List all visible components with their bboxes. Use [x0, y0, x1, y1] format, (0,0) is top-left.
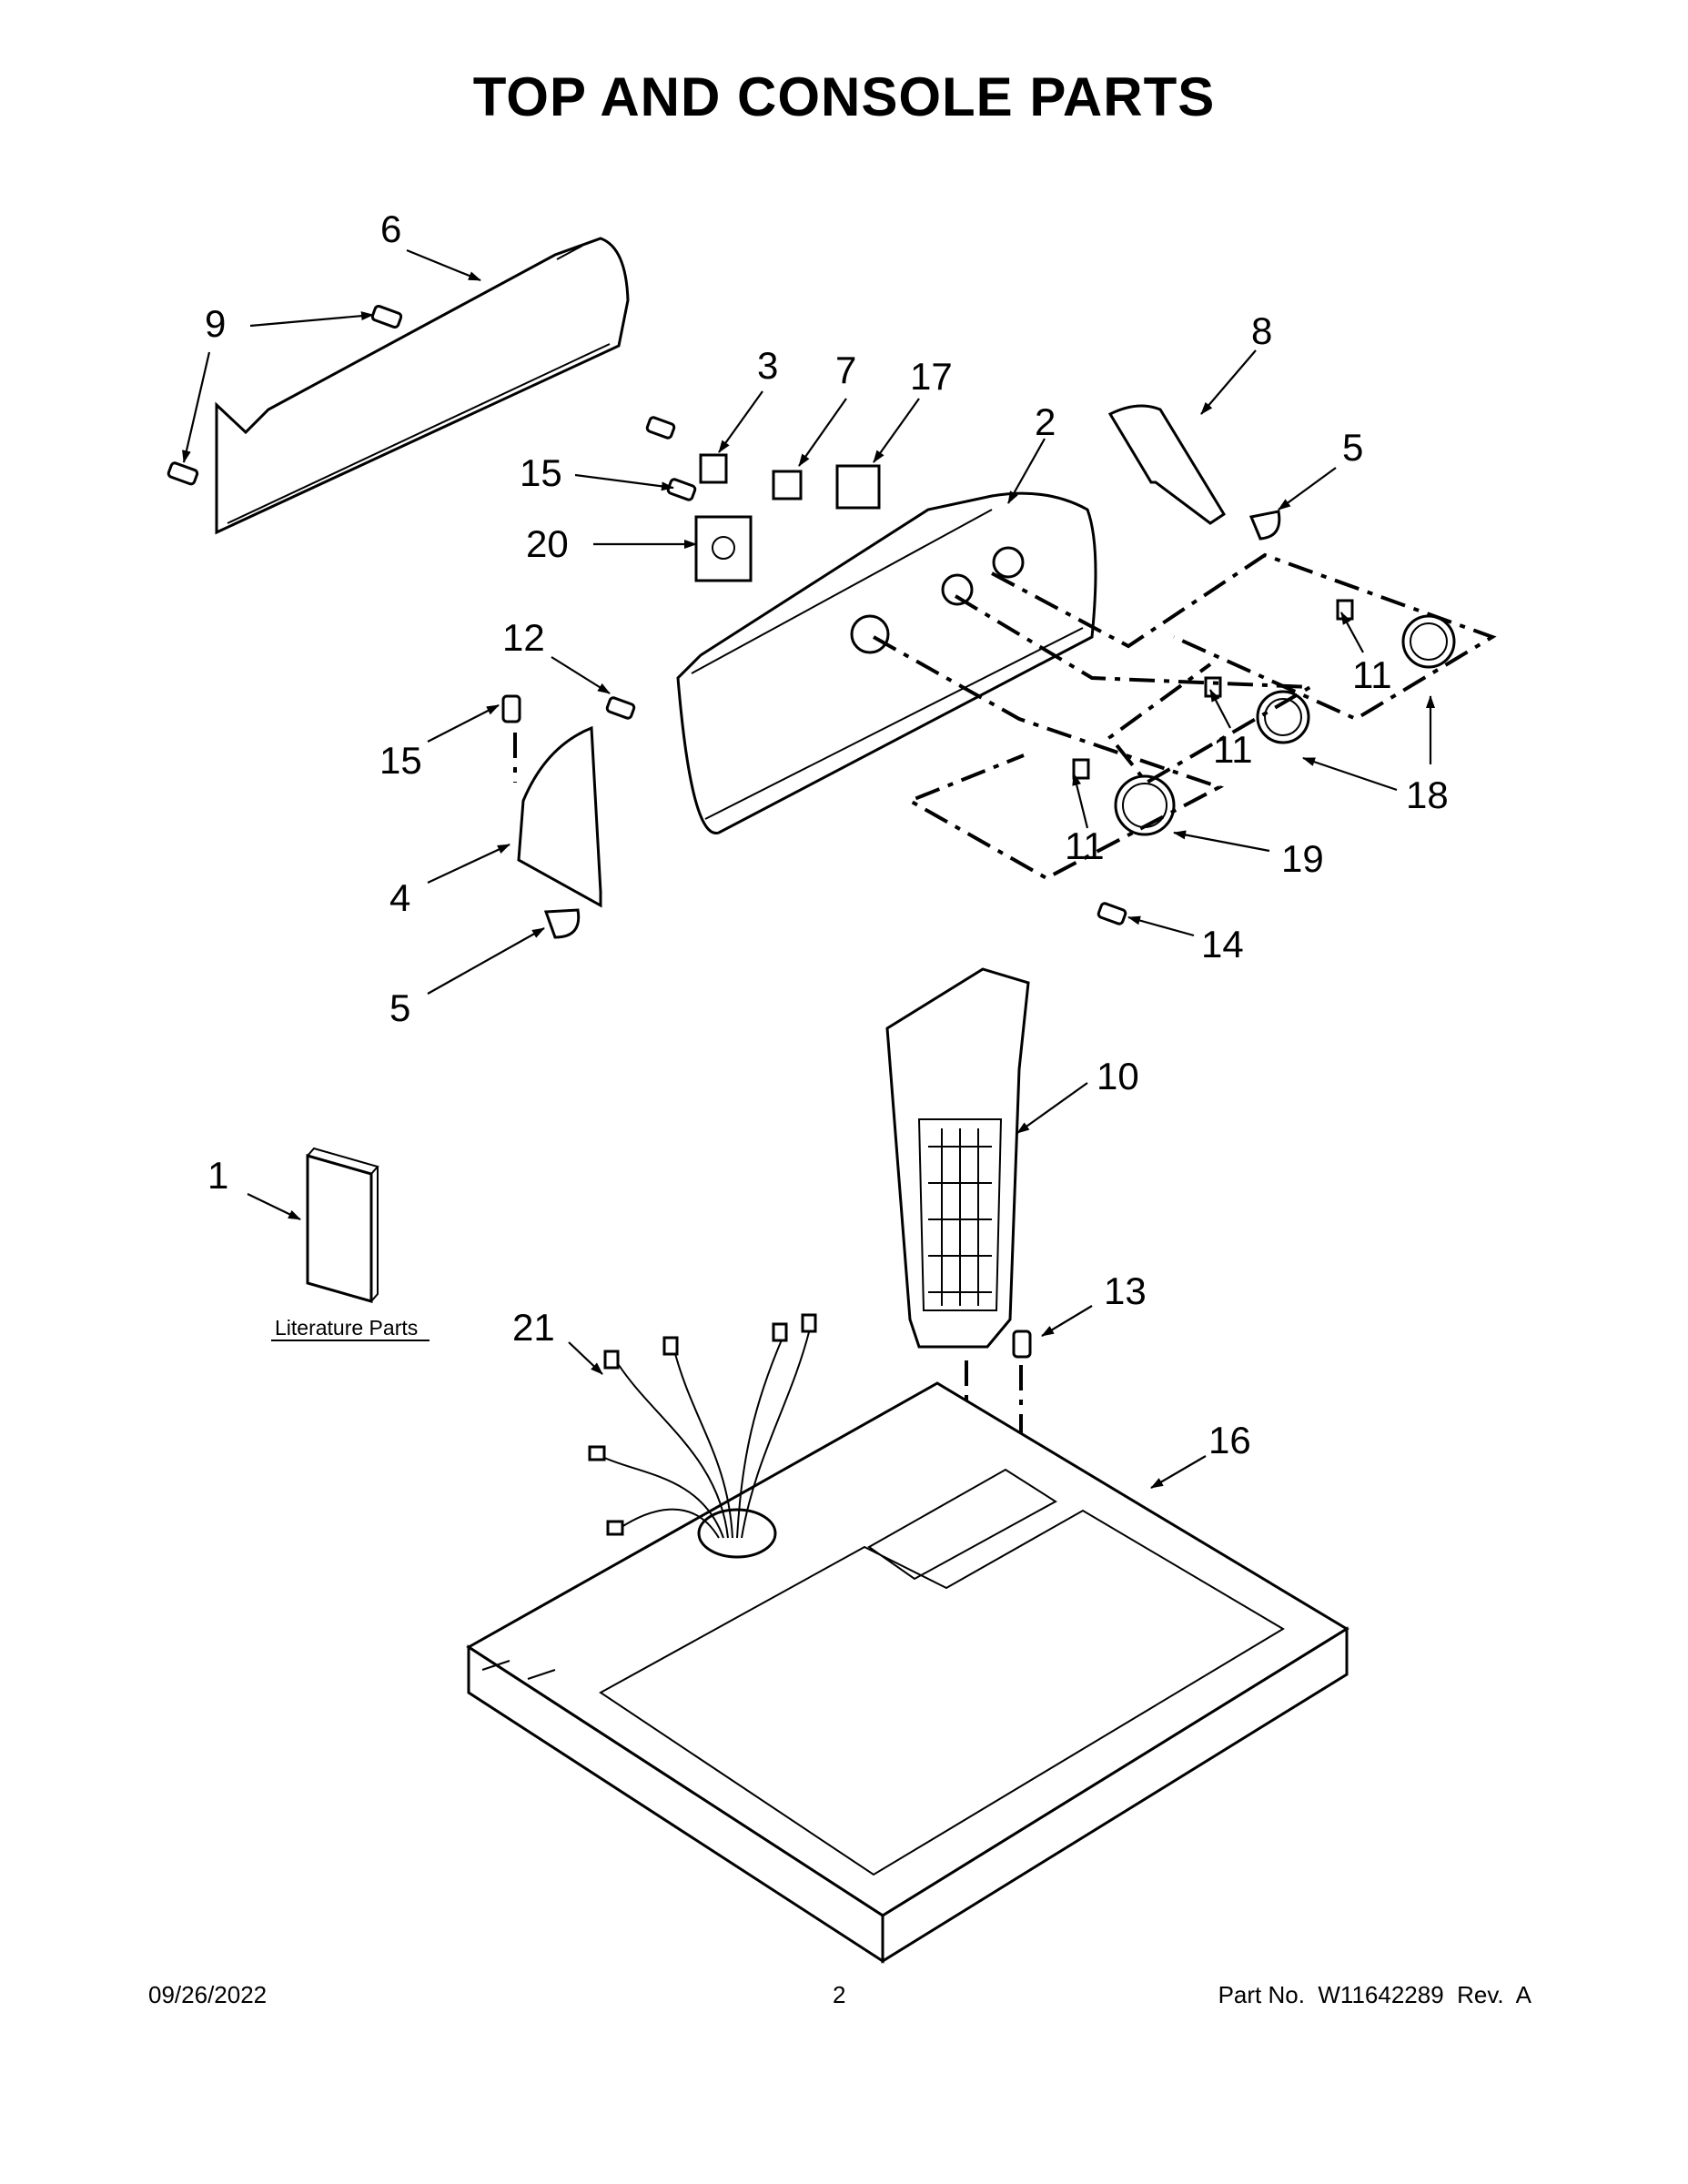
screw-icon: [605, 696, 636, 720]
knob-insert-icon: [1336, 599, 1354, 621]
rear-console-panel: [215, 237, 630, 535]
footer-page-number: 2: [833, 1981, 846, 2008]
callout-3: 3: [757, 344, 778, 387]
callout-11-right: 11: [1352, 653, 1392, 696]
callout-1: 1: [207, 1154, 228, 1197]
callout-16: 16: [1208, 1419, 1251, 1461]
callout-5-lower: 5: [389, 986, 410, 1029]
callout-12: 12: [502, 616, 545, 659]
screw-icon: [645, 416, 676, 440]
timer-component: [694, 515, 753, 582]
callout-7: 7: [835, 349, 856, 391]
switch-component: [772, 470, 803, 500]
screw-icon: [501, 694, 521, 723]
callout-15-lower: 15: [379, 739, 422, 782]
clip-icon: [543, 908, 581, 939]
screw-icon: [1097, 902, 1127, 925]
lint-screen: [885, 967, 1030, 1349]
literature-booklet: [306, 1147, 379, 1303]
callout-11-middle: 11: [1213, 728, 1253, 771]
callout-14: 14: [1201, 923, 1244, 966]
callout-15-upper: 15: [520, 451, 562, 494]
callout-4: 4: [389, 876, 410, 919]
end-cap-right: [1107, 404, 1227, 525]
callout-11-left: 11: [1065, 824, 1105, 867]
callout-20: 20: [526, 522, 569, 565]
screw-icon: [1012, 1330, 1032, 1359]
callout-10: 10: [1097, 1055, 1139, 1097]
page-title: TOP AND CONSOLE PARTS: [472, 66, 1216, 127]
callout-5-upper: 5: [1342, 426, 1363, 469]
callout-18: 18: [1406, 774, 1449, 816]
end-cap-left: [517, 725, 602, 908]
top-panel: [466, 1381, 1349, 1964]
callout-19: 19: [1281, 837, 1324, 880]
screw-icon: [666, 478, 697, 501]
screw-icon: [370, 304, 403, 329]
literature-parts-label: Literature Parts: [275, 1316, 418, 1340]
knob-icon: [1401, 614, 1456, 669]
knob-insert-icon: [1072, 758, 1090, 780]
footer-part-number: Part No. W11642289 Rev. A: [1218, 1981, 1531, 2008]
knob-icon: [1256, 690, 1310, 744]
callout-17: 17: [910, 355, 953, 398]
sensor-component: [835, 464, 881, 510]
callout-21: 21: [512, 1306, 555, 1349]
console-housing: [676, 491, 1097, 834]
footer-date: 09/26/2022: [148, 1981, 268, 2008]
switch-component: [699, 453, 728, 484]
screw-icon: [167, 461, 199, 486]
callout-2: 2: [1035, 400, 1056, 443]
callout-9: 9: [205, 302, 226, 345]
callout-6: 6: [380, 207, 401, 250]
callout-8: 8: [1251, 309, 1272, 352]
callout-13: 13: [1104, 1269, 1147, 1312]
clip-icon: [1248, 510, 1281, 541]
wire-harness: [588, 1313, 817, 1539]
